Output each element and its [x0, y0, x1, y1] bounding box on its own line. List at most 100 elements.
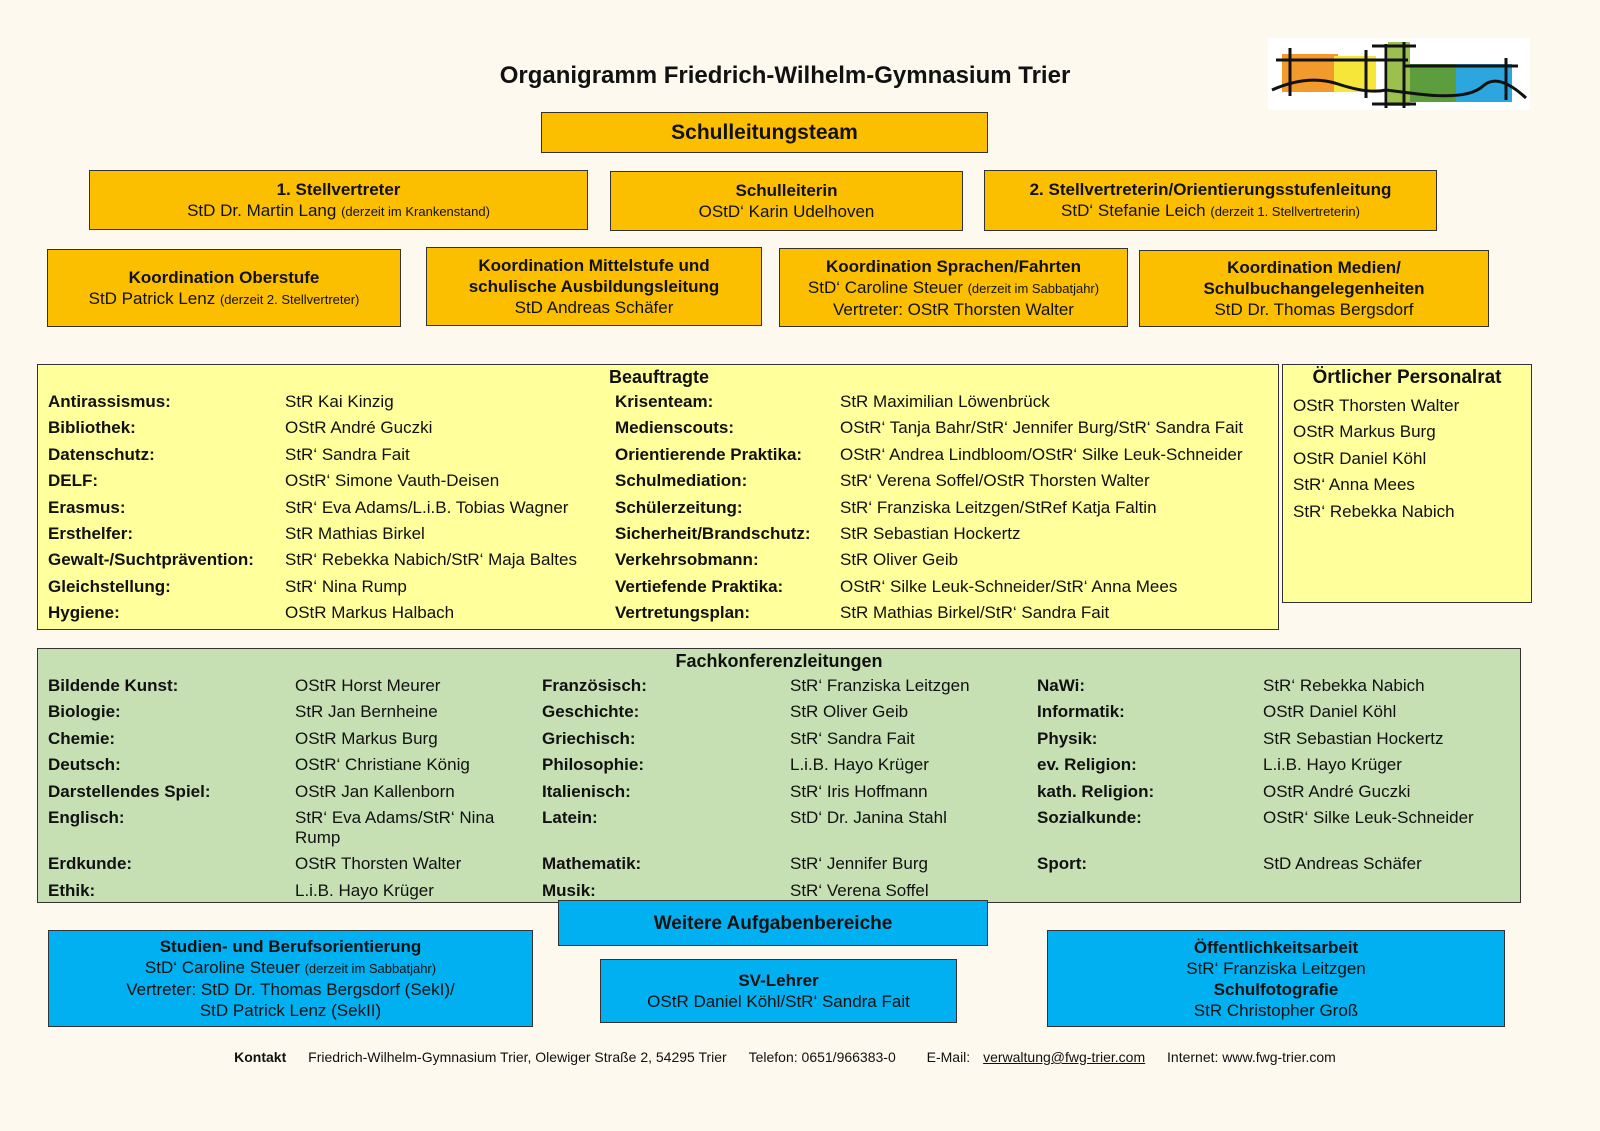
footer: Kontakt Friedrich-Wilhelm-Gymnasium Trie…	[0, 1049, 1570, 1065]
sv-role: SV-Lehrer	[738, 971, 819, 990]
fach-person: OStR Jan Kallenborn	[295, 781, 455, 801]
fach-subject-label: Physik:	[1037, 728, 1098, 748]
sv-box: SV-Lehrer OStR Daniel Köhl/StR‘ Sandra F…	[600, 959, 957, 1023]
fach-person: L.i.B. Hayo Krüger	[1263, 755, 1402, 775]
beauftragte-person: StR‘ Sandra Fait	[285, 444, 410, 464]
fachkonferenz-title: Fachkonferenzleitungen	[675, 651, 883, 671]
head-name: OStD‘ Karin Udelhoven	[698, 202, 875, 221]
beauftragte-area-label: Schülerzeitung:	[615, 497, 743, 517]
coord-mittelstufe-name: StD Andreas Schäfer	[514, 298, 674, 317]
deputy1-box: 1. Stellvertreter StD Dr. Martin Lang (d…	[89, 170, 588, 230]
deputy1-role: 1. Stellvertreter	[276, 179, 401, 199]
beauftragte-area-label: Bibliothek:	[48, 418, 136, 438]
schulfotografie-role: Schulfotografie	[1213, 979, 1339, 999]
coord-sprachen-deputy: Vertreter: OStR Thorsten Walter	[833, 299, 1074, 319]
fach-person: StR‘ Verena Soffel	[790, 880, 929, 900]
fach-subject-label: ev. Religion:	[1037, 755, 1137, 775]
coord-oberstufe-name: StD Patrick Lenz	[88, 288, 216, 308]
beauftragte-person: OStR‘ Tanja Bahr/StR‘ Jennifer Burg/StR‘…	[840, 418, 1244, 438]
fach-subject-label	[1037, 881, 1263, 901]
fach-subject-label: Griechisch:	[542, 728, 636, 748]
fach-person: L.i.B. Hayo Krüger	[295, 880, 434, 900]
fach-subject-label: Geschichte:	[542, 702, 640, 722]
fach-person: StR Jan Bernheine	[295, 702, 438, 722]
beauftragte-area-label: Krisenteam:	[615, 392, 714, 411]
schulleitungsteam-header: Schulleitungsteam	[541, 112, 988, 153]
beauftragte-person: StR Kai Kinzig	[285, 392, 394, 411]
deputy2-box: 2. Stellvertreterin/Orientierungsstufenl…	[984, 170, 1437, 231]
studien-role: Studien- und Berufsorientierung	[159, 937, 422, 956]
fach-person: OStR‘ Silke Leuk-Schneider	[1263, 807, 1474, 827]
weitere-header: Weitere Aufgabenbereiche	[558, 900, 988, 946]
fach-person: StR‘ Rebekka Nabich	[1263, 676, 1425, 695]
beauftragte-area-label: Verkehrsobmann:	[615, 550, 759, 570]
footer-web: Internet: www.fwg-trier.com	[1167, 1049, 1336, 1065]
fach-person: StD‘ Dr. Janina Stahl	[790, 807, 947, 827]
beauftragte-area-label: Medienscouts:	[615, 418, 735, 438]
coord-sprachen-role: Koordination Sprachen/Fahrten	[825, 256, 1082, 276]
personalrat-member: OStR Markus Burg	[1293, 422, 1436, 442]
fach-person: StR Oliver Geib	[790, 702, 909, 722]
fach-person: StR‘ Eva Adams/StR‘ Nina Rump	[295, 807, 495, 847]
studien-deputy1: Vertreter: StD Dr. Thomas Bergsdorf (Sek…	[126, 980, 455, 999]
beauftragte-area-label: Antirassismus:	[48, 392, 171, 411]
fach-subject-label: Sozialkunde:	[1037, 807, 1142, 827]
coord-oberstufe-role: Koordination Oberstufe	[128, 267, 320, 287]
fach-subject-label: Sport:	[1037, 854, 1088, 874]
beauftragte-area-label: Vertretungsplan:	[615, 603, 751, 623]
footer-email-link[interactable]: verwaltung@fwg-trier.com	[983, 1049, 1146, 1065]
coord-medien-role2: Schulbuchangelegenheiten	[1203, 279, 1425, 298]
beauftragte-area-label: Gleichstellung:	[48, 576, 171, 596]
studien-name: StD‘ Caroline Steuer	[144, 958, 300, 977]
fach-subject-label: Informatik:	[1037, 702, 1125, 722]
footer-phone: Telefon: 0651/966383-0	[748, 1049, 896, 1065]
fach-subject-label: NaWi:	[1037, 676, 1086, 695]
coord-oberstufe-note: (derzeit 2. Stellvertreter)	[219, 291, 360, 307]
beauftragte-table: Antirassismus: StR Kai Kinzig Krisenteam: S…	[48, 392, 1270, 623]
fach-person: OStR Thorsten Walter	[295, 854, 462, 874]
beauftragte-area-label: Ersthelfer:	[48, 523, 134, 543]
fach-person: StR‘ Franziska Leitzgen	[790, 676, 970, 695]
fach-person: OStR André Guczki	[1263, 781, 1411, 801]
fach-subject-label: Erdkunde:	[48, 854, 133, 874]
coord-sprachen-name: StD‘ Caroline Steuer	[807, 277, 963, 297]
fachkonferenz-panel: Fachkonferenzleitungen Bildende Kunst:OS…	[37, 648, 1521, 903]
personalrat-member: StR‘ Anna Mees	[1293, 475, 1415, 495]
beauftragte-area-label: Schulmediation:	[615, 471, 748, 491]
personalrat-member: OStR Thorsten Walter	[1293, 396, 1460, 415]
beauftragte-person: OStR André Guczki	[285, 418, 433, 438]
footer-label: Kontakt	[234, 1049, 287, 1065]
schulfotografie-name: StR Christopher Groß	[1193, 1000, 1359, 1020]
personalrat-title: Örtlicher Personalrat	[1312, 367, 1502, 388]
fach-person: OStR Markus Burg	[295, 728, 438, 748]
beauftragte-person: StR‘ Nina Rump	[285, 576, 407, 596]
deputy2-name: StD‘ Stefanie Leich	[1061, 201, 1206, 220]
personalrat-member: OStR Daniel Köhl	[1293, 448, 1427, 468]
fach-person: L.i.B. Hayo Krüger	[790, 755, 929, 775]
head-box: Schulleiterin OStD‘ Karin Udelhoven	[610, 171, 963, 231]
page-title: Organigramm Friedrich-Wilhelm-Gymnasium …	[499, 62, 1071, 89]
beauftragte-person: StR Mathias Birkel/StR‘ Sandra Fait	[840, 603, 1110, 623]
beauftragte-person: OStR‘ Silke Leuk-Schneider/StR‘ Anna Mee…	[840, 576, 1178, 596]
beauftragte-area-label: Erasmus:	[48, 497, 126, 517]
coord-medien-name: StD Dr. Thomas Bergsdorf	[1214, 300, 1414, 319]
studien-note: (derzeit im Sabbatjahr)	[304, 961, 437, 976]
beauftragte-person: OStR‘ Andrea Lindbloom/OStR‘ Silke Leuk-…	[840, 444, 1243, 464]
coord-medien-box: Koordination Medien/ Schulbuchangelegenh…	[1139, 250, 1489, 327]
coord-mittelstufe-box: Koordination Mittelstufe und schulische …	[426, 247, 762, 326]
sv-name: OStR Daniel Köhl/StR‘ Sandra Fait	[647, 992, 910, 1011]
head-role: Schulleiterin	[735, 181, 838, 200]
beauftragte-person: StR Mathias Birkel	[285, 523, 425, 543]
beauftragte-person: OStR Markus Halbach	[285, 603, 455, 623]
oeffentlich-box: Öffentlichkeitsarbeit StR‘ Franziska Lei…	[1047, 930, 1505, 1027]
fach-subject-label: Englisch:	[48, 807, 125, 827]
beauftragte-person: StR Oliver Geib	[840, 550, 959, 570]
fach-person: OStR Horst Meurer	[295, 676, 441, 695]
personalrat-member: StR‘ Rebekka Nabich	[1293, 501, 1455, 521]
beauftragte-person: StR‘ Rebekka Nabich/StR‘ Maja Baltes	[285, 550, 577, 570]
beauftragte-person: StR Sebastian Hockertz	[840, 523, 1021, 543]
fach-person: StR Sebastian Hockertz	[1263, 728, 1444, 748]
beauftragte-person: StR‘ Eva Adams/L.i.B. Tobias Wagner	[285, 497, 569, 517]
deputy2-role: 2. Stellvertreterin/Orientierungsstufenl…	[1029, 180, 1392, 199]
coord-mittelstufe-role2: schulische Ausbildungsleitung	[468, 277, 720, 296]
